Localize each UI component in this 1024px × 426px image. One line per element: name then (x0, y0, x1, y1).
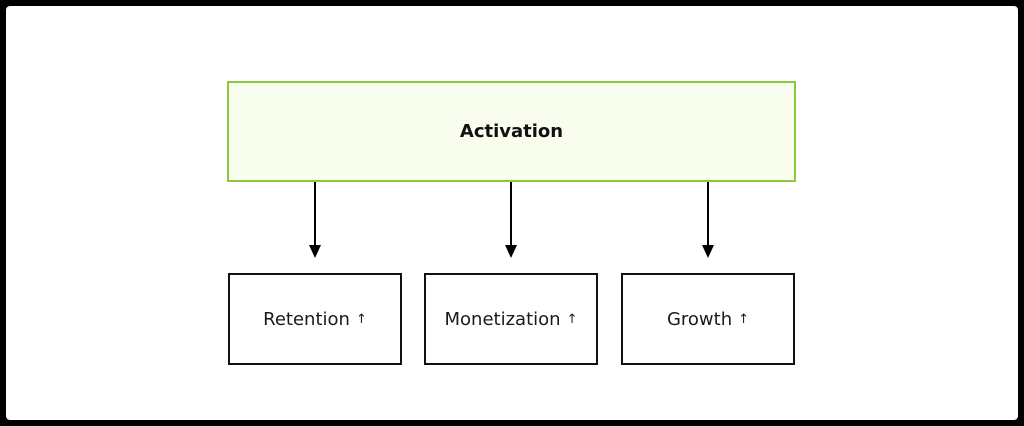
growth-node: Growth ↑ (621, 273, 795, 365)
growth-label: Growth (666, 308, 733, 330)
up-arrow-icon: ↑ (738, 311, 750, 327)
monetization-node: Monetization ↑ (424, 273, 598, 365)
retention-label: Retention (263, 308, 350, 330)
monetization-label: Monetization (444, 308, 561, 330)
activation-node: Activation (227, 81, 796, 182)
retention-node: Retention ↑ (228, 273, 402, 365)
up-arrow-icon: ↑ (566, 311, 578, 327)
activation-label: Activation (459, 121, 564, 142)
up-arrow-icon: ↑ (355, 311, 367, 327)
